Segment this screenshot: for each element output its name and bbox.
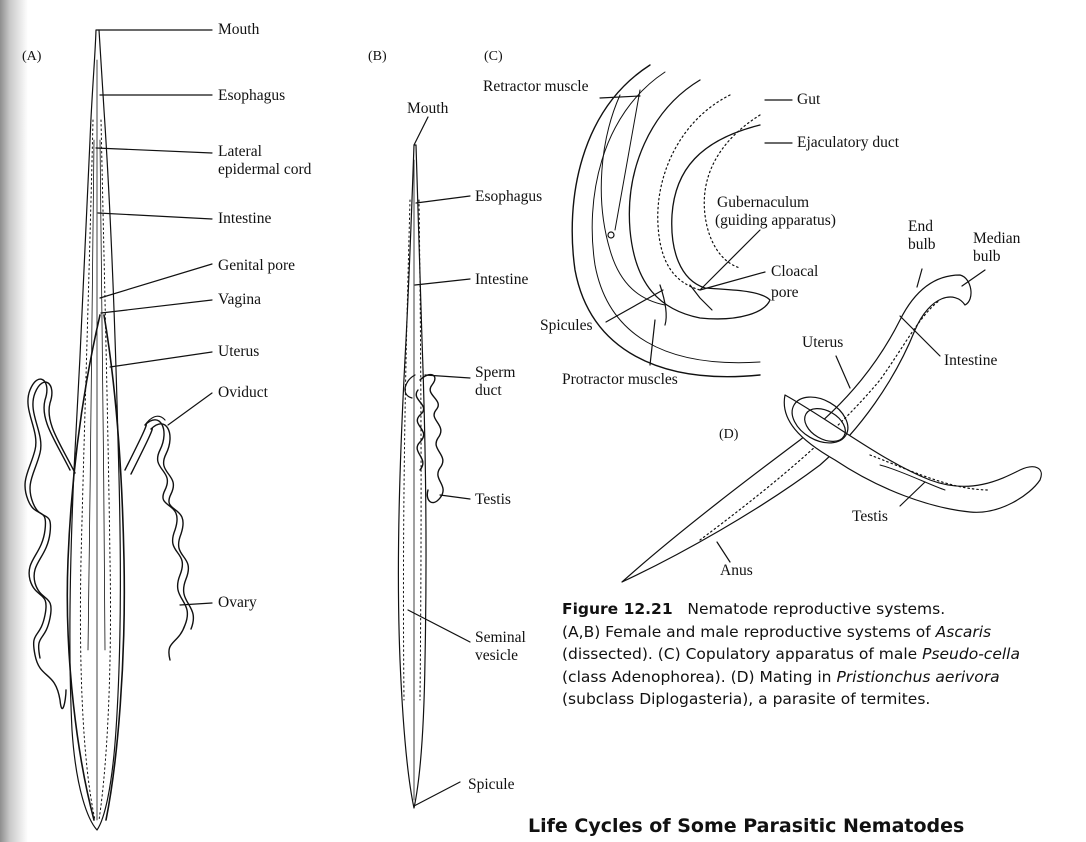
- label-d-testis: Testis: [852, 508, 888, 525]
- figure-label: Figure 12.21: [562, 600, 673, 618]
- label-b-sperm-line1: Sperm: [475, 364, 516, 381]
- panel-d-mating-worms: [621, 268, 1042, 583]
- label-b-mouth: Mouth: [407, 100, 449, 117]
- label-c-gut: Gut: [797, 91, 821, 108]
- panel-d-letter: (D): [719, 427, 739, 442]
- caption-part2: (dissected). (C) Copulatory apparatus of…: [562, 645, 923, 663]
- label-a-esophagus: Esophagus: [218, 87, 286, 104]
- label-c-spicules: Spicules: [540, 317, 593, 334]
- label-a-cord-line1: Lateral: [218, 143, 262, 160]
- caption-part1: (A,B) Female and male reproductive syste…: [562, 622, 936, 641]
- caption-part4: (subclass Diplogasteria), a parasite of …: [562, 690, 931, 708]
- label-a-cord-line2: epidermal cord: [218, 161, 312, 178]
- label-a-mouth: Mouth: [218, 21, 260, 38]
- caption-genus1: Ascaris: [935, 622, 992, 641]
- caption-part3: (class Adenophorea). (D) Mating in: [562, 667, 837, 686]
- caption-title: Nematode reproductive systems.: [687, 600, 946, 618]
- panel-b-letter: (B): [368, 49, 387, 64]
- label-a-vagina: Vagina: [218, 291, 262, 308]
- label-d-anus: Anus: [720, 562, 753, 579]
- label-d-end-line1: End: [908, 218, 933, 235]
- label-a-oviduct: Oviduct: [218, 384, 268, 401]
- label-c-protractor: Protractor muscles: [562, 371, 678, 388]
- label-a-intestine: Intestine: [218, 210, 272, 227]
- label-d-end-line2: bulb: [908, 236, 936, 253]
- panel-a-female-worm: [24, 29, 213, 831]
- label-a-uterus: Uterus: [218, 343, 260, 360]
- label-b-seminal-line2: vesicle: [475, 647, 519, 664]
- label-b-seminal-line1: Seminal: [475, 629, 526, 646]
- label-b-intestine: Intestine: [475, 271, 529, 288]
- caption-genus3b: aerivora: [935, 667, 1000, 686]
- label-b-spicule: Spicule: [468, 776, 515, 793]
- panel-c-copulatory-apparatus: [571, 64, 793, 378]
- caption-genus3a: Pristionchus: [836, 667, 931, 686]
- label-c-gub-line1: Gubernaculum: [717, 194, 810, 211]
- label-c-gub-line2: (guiding apparatus): [715, 212, 836, 229]
- label-c-cloacal-line2: pore: [771, 284, 799, 301]
- label-a-genital-pore: Genital pore: [218, 257, 296, 274]
- next-section-heading: Life Cycles of Some Parasitic Nematodes: [528, 815, 965, 837]
- panel-b-male-worm: [397, 116, 471, 809]
- caption-genus2a: Pseudo-: [922, 645, 984, 663]
- panel-c-letter: (C): [484, 49, 503, 64]
- label-c-retractor: Retractor muscle: [483, 78, 589, 95]
- label-a-ovary: Ovary: [218, 594, 257, 611]
- figure-caption: Figure 12.21 Nematode reproductive syste…: [562, 598, 1032, 711]
- label-c-ejaculatory: Ejaculatory duct: [797, 134, 899, 151]
- label-d-median-line1: Median: [973, 230, 1021, 247]
- label-b-sperm-line2: duct: [475, 382, 502, 399]
- label-b-testis: Testis: [475, 491, 511, 508]
- label-b-esophagus: Esophagus: [475, 188, 543, 205]
- label-c-cloacal-line1: Cloacal: [771, 263, 819, 280]
- label-d-uterus: Uterus: [802, 334, 844, 351]
- caption-genus2b: cella: [983, 645, 1020, 663]
- panel-a-letter: (A): [22, 49, 42, 64]
- label-d-intestine: Intestine: [944, 352, 998, 369]
- label-d-median-line2: bulb: [973, 248, 1001, 265]
